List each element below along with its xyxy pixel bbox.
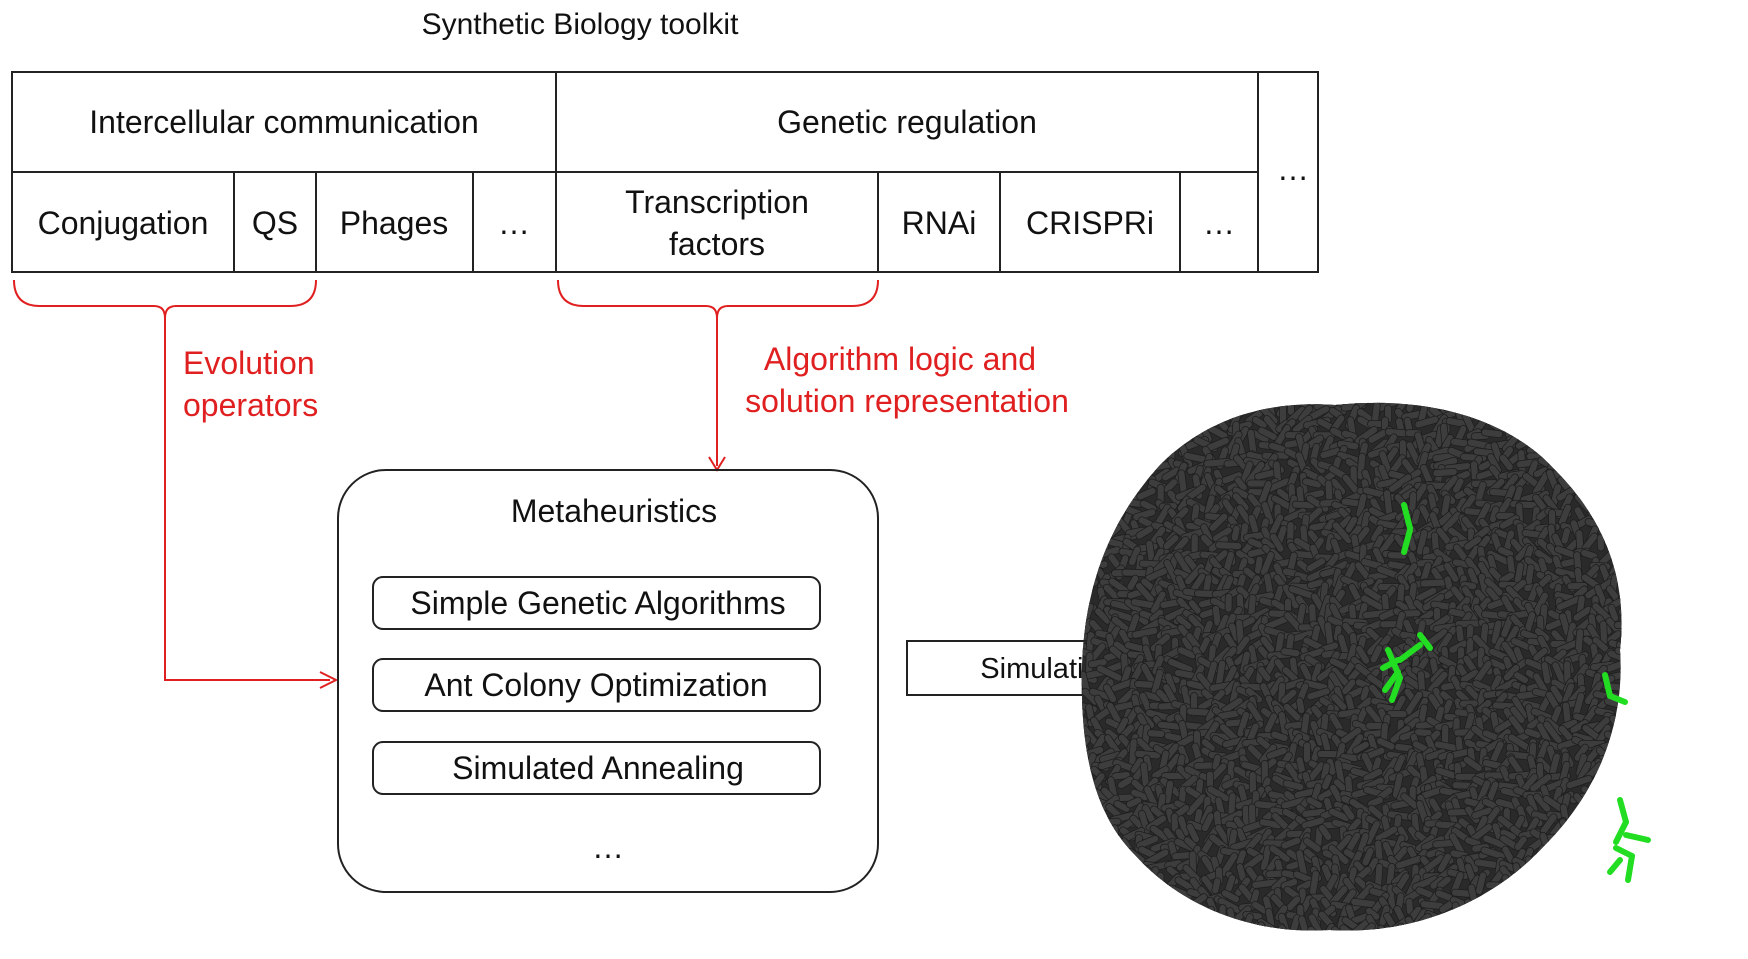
item-simulated-annealing: Simulated Annealing <box>452 750 744 786</box>
evolution-operators-line1: Evolution <box>183 345 315 381</box>
green-cell-0 <box>1401 502 1413 531</box>
cell-phages: Phages <box>340 205 449 241</box>
item-genetic-algorithms: Simple Genetic Algorithms <box>410 585 785 621</box>
green-cell-15 <box>1607 857 1623 875</box>
green-cell-14 <box>1625 853 1635 883</box>
cell-genetic-more: … <box>1203 205 1235 241</box>
green-cell-7 <box>1380 657 1401 671</box>
group-intercellular-communication: Intercellular communication <box>89 104 479 140</box>
item-box-simulated-annealing <box>372 741 821 795</box>
algorithm-logic-line2: solution representation <box>745 383 1069 419</box>
bacterial-colony-image <box>1081 402 1651 931</box>
green-cell-11 <box>1613 819 1629 845</box>
green-cell-12 <box>1623 832 1651 843</box>
green-cell-5 <box>1382 669 1401 693</box>
group-more-ellipsis: … <box>1277 151 1309 187</box>
metaheuristics-more: … <box>592 829 624 865</box>
evolution-arrowhead <box>319 671 339 689</box>
green-cell-3 <box>1397 642 1423 663</box>
green-cell-6 <box>1417 632 1433 651</box>
item-box-genetic-algorithms <box>372 576 821 630</box>
evolution-operators-line2: operators <box>183 387 318 423</box>
cell-crispri: CRISPRi <box>1026 205 1154 241</box>
green-cell-4 <box>1389 675 1403 703</box>
cell-intercellular-more: … <box>498 205 530 241</box>
metaheuristics-title: Metaheuristics <box>511 493 717 529</box>
evolution-bracket <box>13 279 330 681</box>
cell-qs: QS <box>252 205 298 241</box>
group-genetic-regulation: Genetic regulation <box>777 104 1037 140</box>
green-cell-1 <box>1401 527 1413 555</box>
metaheuristics-box <box>337 469 879 893</box>
cell-conjugation: Conjugation <box>38 205 209 241</box>
cell-transcription-line1: Transcription <box>625 184 809 220</box>
green-cell-10 <box>1617 797 1629 825</box>
cell-transcription-line2: factors <box>669 226 765 262</box>
algorithm-bracket <box>557 279 879 466</box>
item-box-ant-colony <box>372 658 821 712</box>
item-ant-colony: Ant Colony Optimization <box>424 667 767 703</box>
green-cell-8 <box>1602 672 1613 699</box>
algorithm-logic-line1: Algorithm logic and <box>764 341 1036 377</box>
cell-rnai: RNAi <box>902 205 977 241</box>
toolkit-title: Synthetic Biology toolkit <box>422 8 739 41</box>
green-cell-9 <box>1607 693 1628 705</box>
toolkit-table <box>11 71 1319 273</box>
